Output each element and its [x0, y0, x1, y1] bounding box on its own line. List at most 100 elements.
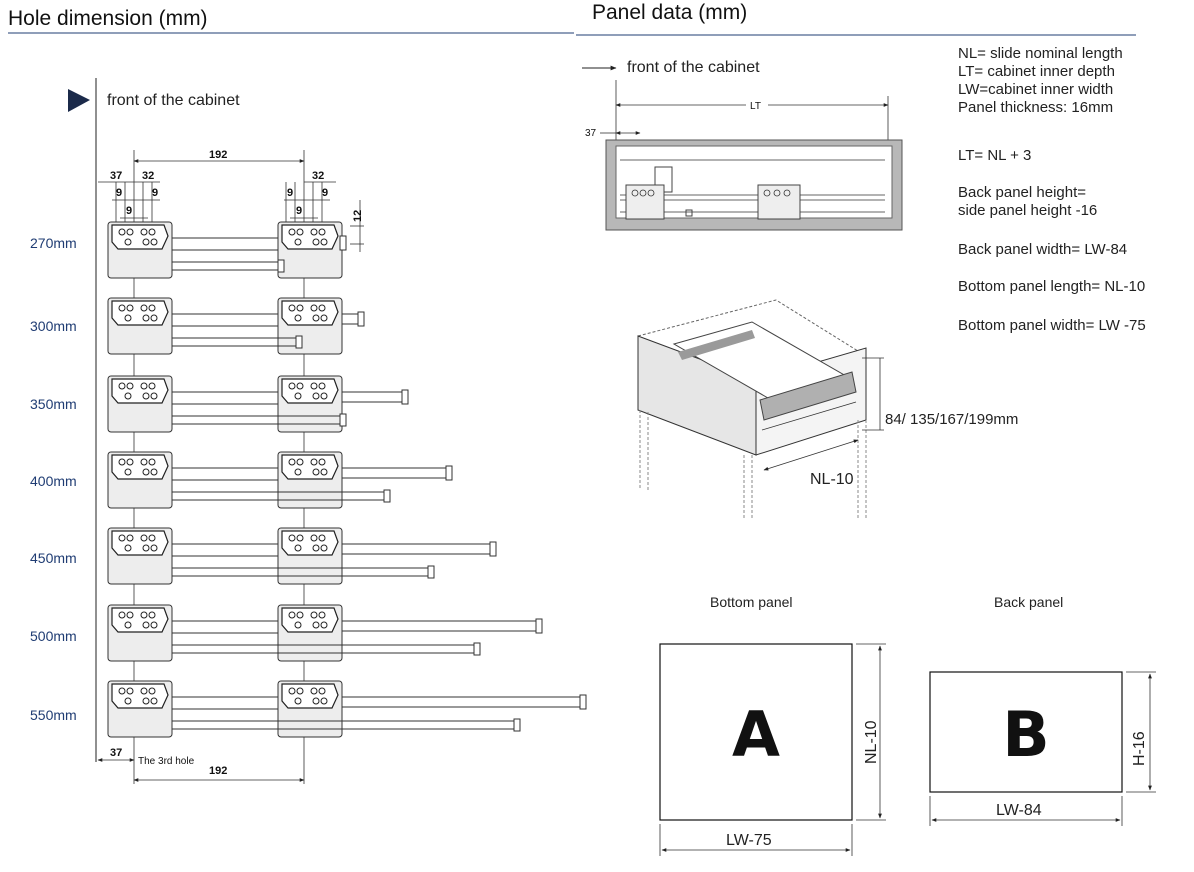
hole-plate [111, 454, 169, 480]
formulas: LT= NL + 3 Back panel height= side panel… [958, 147, 1146, 334]
def-thickness: Panel thickness: 16mm [958, 99, 1113, 116]
drawer-isometric: 84/ 135/167/199mm NL-10 [637, 299, 1018, 520]
mounting-hole [288, 534, 296, 542]
mounting-hole [320, 314, 328, 322]
mounting-hole [294, 544, 302, 552]
formula-back-height-2: side panel height -16 [958, 202, 1097, 219]
hole-plate [111, 224, 169, 250]
mounting-hole [312, 314, 320, 322]
mounting-hole [310, 304, 318, 312]
mounting-hole [310, 611, 318, 619]
mounting-hole [318, 534, 326, 542]
mounting-hole [126, 458, 134, 466]
mounting-hole [296, 534, 304, 542]
mounting-hole [310, 382, 318, 390]
def-nl: NL= slide nominal length [958, 45, 1123, 62]
back-panel-b: B H-16 LW-84 [929, 671, 1156, 826]
lower-rail-cap [295, 335, 303, 349]
formula-back-height-1: Back panel height= [958, 184, 1086, 201]
hole-dimension-title: Hole dimension (mm) [8, 7, 208, 30]
mounting-hole [150, 392, 158, 400]
mounting-hole [312, 468, 320, 476]
mounting-hole [150, 621, 158, 629]
mounting-hole [288, 687, 296, 695]
mounting-hole [296, 304, 304, 312]
length-label-270: 270mm [30, 235, 77, 251]
mounting-hole [320, 392, 328, 400]
mounting-hole [124, 392, 132, 400]
mounting-hole [296, 382, 304, 390]
mounting-hole [148, 304, 156, 312]
lt-label: LT [750, 101, 761, 112]
dim-37-side: 37 [585, 128, 597, 139]
mounting-hole [318, 611, 326, 619]
formula-back-width: Back panel width= LW-84 [958, 241, 1127, 258]
hole-plate [111, 683, 169, 709]
dim-9-e: 9 [322, 187, 328, 199]
mounting-hole [320, 544, 328, 552]
mounting-hole [310, 228, 318, 236]
dim-9-b: 9 [152, 187, 158, 199]
mounting-hole [294, 238, 302, 246]
mounting-hole [312, 621, 320, 629]
mounting-hole [142, 621, 150, 629]
mounting-hole [288, 228, 296, 236]
right-front-label: front of the cabinet [627, 59, 760, 76]
front-arrow-icon [68, 89, 90, 112]
mounting-hole [312, 238, 320, 246]
lower-rail-cap [473, 642, 481, 656]
mounting-hole [318, 687, 326, 695]
mounting-hole [118, 534, 126, 542]
mounting-hole [288, 382, 296, 390]
dim-32-right: 32 [312, 170, 324, 182]
hole-plate [281, 300, 339, 326]
mounting-hole [140, 611, 148, 619]
mounting-hole [124, 621, 132, 629]
hole-plate [281, 454, 339, 480]
mounting-hole [118, 304, 126, 312]
mounting-hole [126, 228, 134, 236]
mounting-hole [140, 304, 148, 312]
mounting-hole [140, 458, 148, 466]
mounting-hole [142, 468, 150, 476]
mounting-hole [126, 687, 134, 695]
dim-32-left: 32 [142, 170, 154, 182]
mounting-hole [118, 687, 126, 695]
rail-end-cap [535, 618, 543, 634]
dim-9-d: 9 [287, 187, 293, 199]
mounting-hole [118, 382, 126, 390]
dim-37: 37 [110, 170, 122, 182]
mounting-hole [142, 314, 150, 322]
length-label-350: 350mm [30, 396, 77, 412]
mounting-hole [150, 468, 158, 476]
mounting-hole [296, 228, 304, 236]
bottom-dim-37: 37 [110, 747, 122, 759]
mounting-hole [312, 544, 320, 552]
mounting-hole [148, 458, 156, 466]
length-label-300: 300mm [30, 318, 77, 334]
mounting-hole [296, 458, 304, 466]
mounting-hole [294, 314, 302, 322]
mounting-hole [150, 238, 158, 246]
back-panel-side-label: H-16 [1131, 731, 1148, 766]
back-panel-letter: B [1002, 698, 1049, 771]
mounting-hole [294, 392, 302, 400]
mounting-hole [288, 304, 296, 312]
bottom-dimensions: 37 The 3rd hole 192 [97, 747, 305, 782]
dim-12: 12 [352, 210, 364, 222]
def-lw: LW=cabinet inner width [958, 81, 1113, 98]
lower-rail-cap [383, 489, 391, 503]
mounting-hole [296, 687, 304, 695]
mounting-hole [318, 304, 326, 312]
hole-plate [281, 530, 339, 556]
length-label-500: 500mm [30, 628, 77, 644]
mounting-hole [294, 621, 302, 629]
lower-rail-cap [427, 565, 435, 579]
drawer-nl10-label: NL-10 [810, 471, 854, 488]
mounting-hole [142, 392, 150, 400]
lower-rail-cap [513, 718, 521, 732]
mounting-hole [126, 611, 134, 619]
hole-plate [111, 378, 169, 404]
rail-end-cap [445, 465, 453, 481]
